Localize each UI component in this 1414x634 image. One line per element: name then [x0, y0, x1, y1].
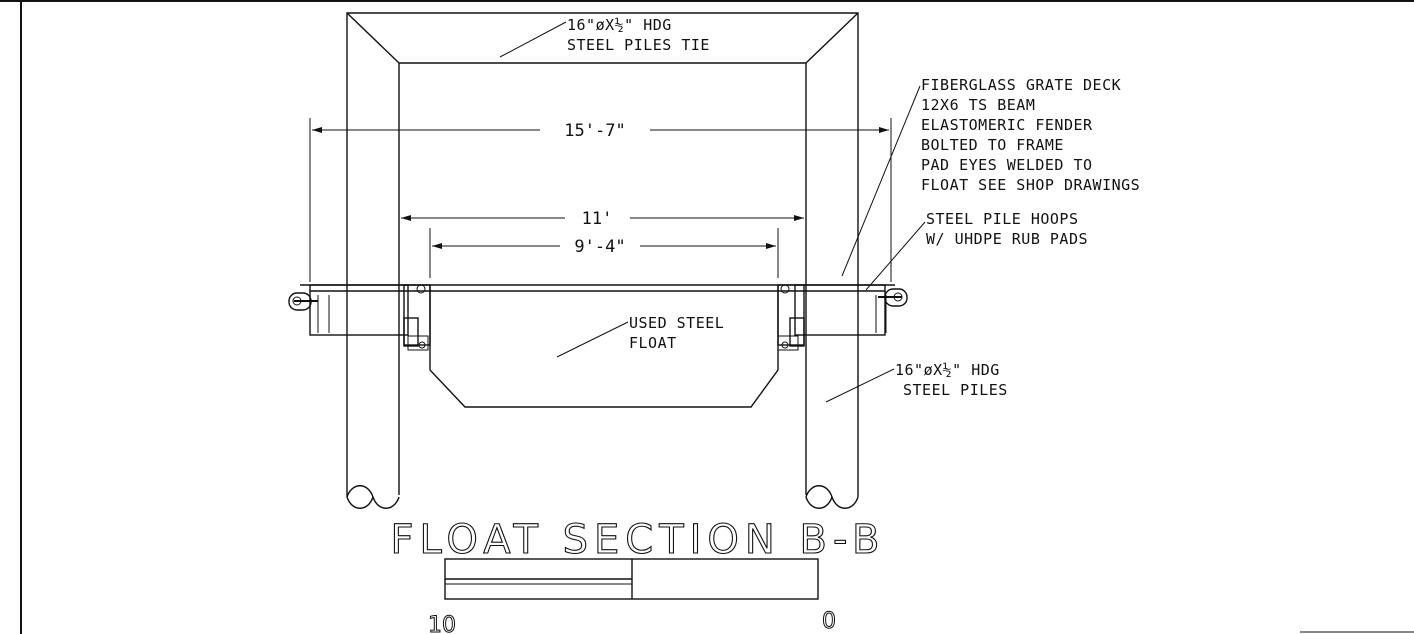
scale-right-label: 0: [822, 609, 836, 634]
callout-pile-tie-line-2: STEEL PILES TIE: [567, 36, 710, 54]
dim-overall-label: 15'-7": [564, 121, 625, 141]
callout-float-line-1: USED STEEL: [629, 314, 724, 332]
callout-piles-line-1: 16"øX½" HDG: [895, 361, 1000, 379]
callout-piles: 16"øX½" HDG STEEL PILES: [895, 361, 1008, 399]
pile-frame: [346, 12, 859, 509]
callout-pile-tie: 16"øX½" HDG STEEL PILES TIE: [567, 16, 710, 54]
dimension-overall: 15'-7": [309, 118, 892, 282]
callout-deck-line-1: FIBERGLASS GRATE DECK: [921, 76, 1121, 94]
scale-bar: 10 0: [428, 558, 837, 634]
callout-hoops-line-1: STEEL PILE HOOPS: [926, 210, 1079, 228]
pad-eye-left: [288, 292, 318, 311]
callout-hoops: STEEL PILE HOOPS W/ UHDPE RUB PADS: [926, 210, 1088, 248]
scale-left-label: 10: [428, 613, 456, 634]
callout-piles-line-2: STEEL PILES: [903, 381, 1008, 399]
callout-deck-line-4: BOLTED TO FRAME: [921, 136, 1064, 154]
leader-lines: [499, 21, 926, 403]
callout-float: USED STEEL FLOAT: [629, 314, 724, 352]
steel-float: [429, 285, 779, 408]
pad-eye-right: [878, 288, 908, 307]
dim-float-width-label: 9'-4": [574, 237, 625, 257]
dimension-float-width: 9'-4": [429, 228, 779, 278]
callout-deck-line-2: 12X6 TS BEAM: [921, 96, 1035, 114]
callout-deck-line-5: PAD EYES WELDED TO: [921, 156, 1093, 174]
callout-hoops-line-2: W/ UHDPE RUB PADS: [926, 230, 1088, 248]
callout-deck-line-3: ELASTOMERIC FENDER: [921, 116, 1093, 134]
callout-deck-line-6: FLOAT SEE SHOP DRAWINGS: [921, 176, 1140, 194]
pile-hoop-right: [777, 284, 805, 351]
dim-pile-spacing-label: 11': [582, 209, 613, 229]
callout-deck-notes: FIBERGLASS GRATE DECK 12X6 TS BEAM ELAST…: [921, 76, 1140, 194]
section-title: FLOAT SECTION B-B: [391, 517, 886, 563]
callout-float-line-2: FLOAT: [629, 334, 677, 352]
callout-pile-tie-line-1: 16"øX½" HDG: [567, 16, 672, 34]
dimension-pile-spacing: 11': [401, 209, 804, 229]
